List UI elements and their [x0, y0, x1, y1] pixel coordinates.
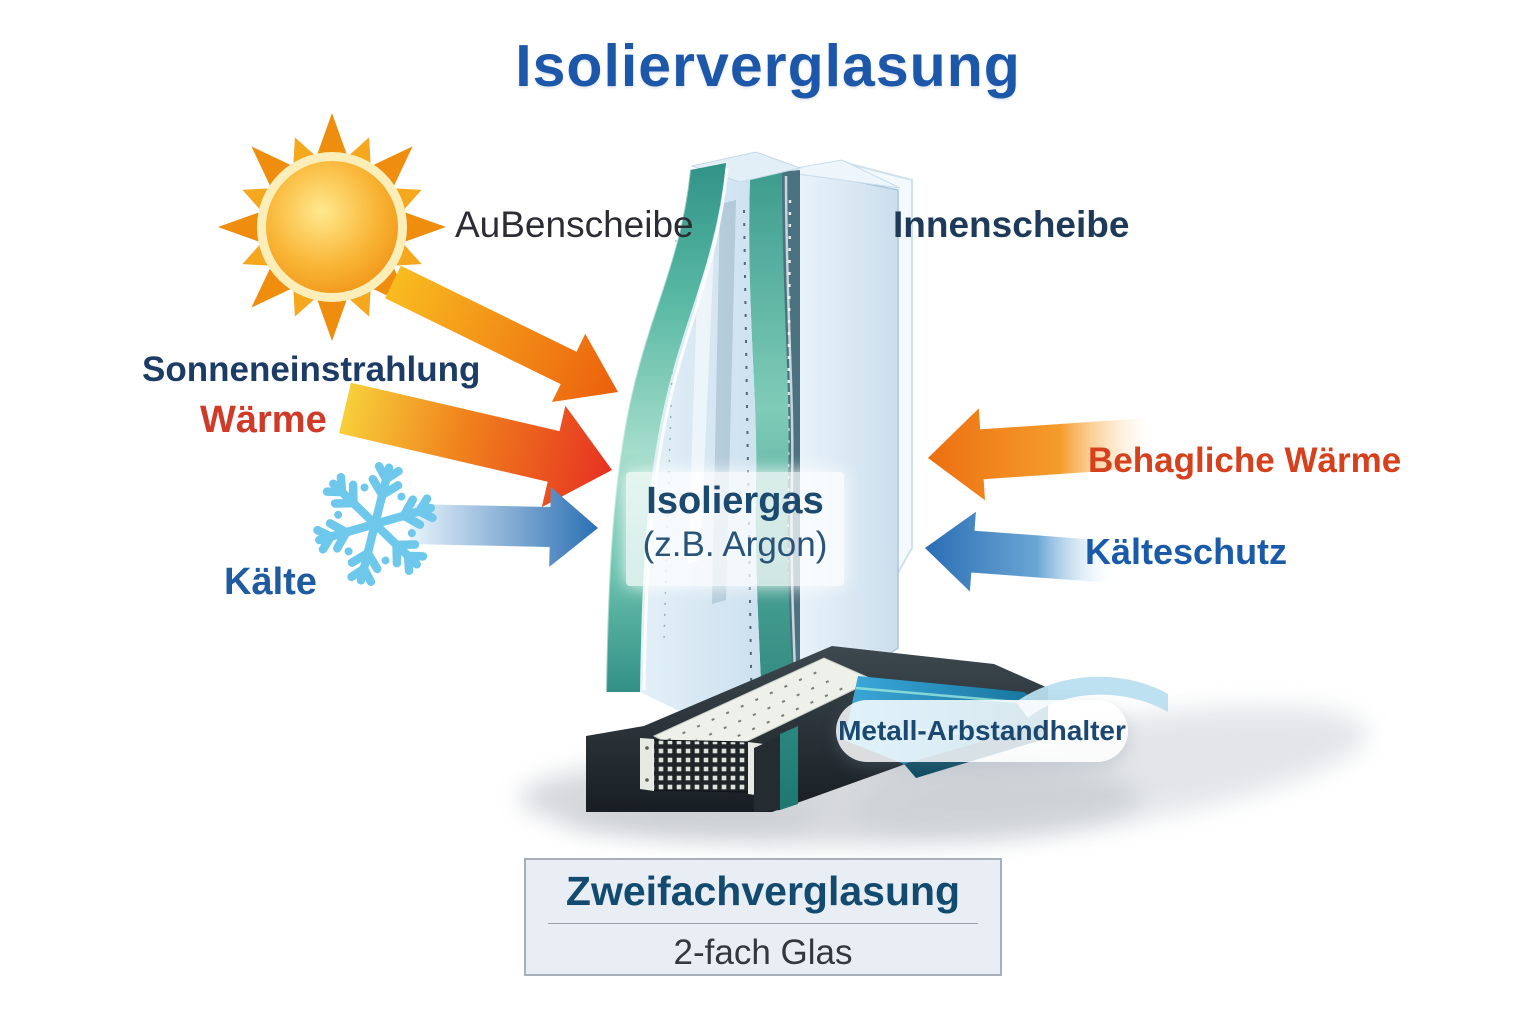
snowflake-icon — [306, 454, 444, 594]
sun-icon — [218, 113, 446, 341]
insulating-gas-label: Isoliergas (z.B. Argon) — [626, 472, 844, 586]
divider — [548, 923, 978, 924]
label-cold-protection: Kälteschutz — [1085, 531, 1288, 572]
comfort-heat-arrow — [928, 408, 1150, 501]
glazing-type-box: Zweifachverglasung 2-fach Glas — [524, 858, 1002, 976]
page-title: Isolierverglasung — [515, 33, 1021, 99]
label-cold: Kälte — [224, 561, 317, 603]
glazing-type-subtitle: 2-fach Glas — [673, 933, 853, 972]
outer-pane-edge-bottom — [780, 726, 798, 810]
glazing-type-title: Zweifachverglasung — [565, 868, 961, 914]
inner-pane — [795, 159, 901, 718]
spacer-label-pill: Metall-Arbstandhalter — [836, 700, 1128, 762]
gas-name: Isoliergas — [646, 480, 824, 522]
label-solar-radiation: Sonneneinstrahlung — [142, 350, 481, 389]
spacer-bar — [640, 657, 876, 796]
spacer-leader-swoosh — [1016, 676, 1168, 718]
sun-ray-arrow — [385, 265, 618, 402]
frame-post — [754, 736, 780, 812]
cold-protection-arrow — [925, 511, 1114, 592]
cold-arrow — [409, 487, 598, 567]
gas-example: (z.B. Argon) — [642, 525, 828, 564]
label-spacer: Metall-Arbstandhalter — [838, 715, 1126, 746]
label-inner-pane: Innenscheibe — [893, 204, 1130, 245]
label-outer-pane: AuBenscheibe — [455, 204, 694, 245]
heat-arrow — [339, 382, 612, 508]
label-comfortable-heat: Behagliche Wärme — [1088, 441, 1402, 480]
label-heat: Wärme — [200, 399, 327, 441]
